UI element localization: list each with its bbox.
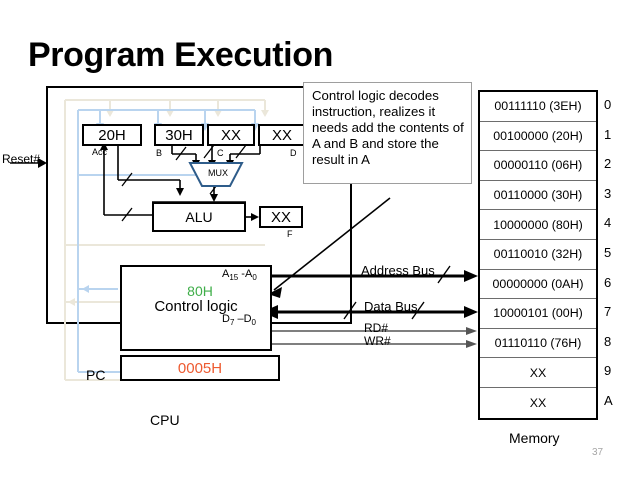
slide-page-number: 37: [592, 447, 604, 458]
memory-address-label: 5: [604, 245, 612, 260]
memory-cell[interactable]: 00100000 (20H): [480, 122, 596, 152]
program-counter-value: 0005H: [177, 359, 223, 377]
control-logic-label: Control logic: [154, 298, 238, 315]
memory-cell-value: 00110010 (32H): [493, 247, 583, 262]
memory-cell-value: 00000000 (0AH): [492, 276, 584, 291]
memory-cell-value: 00110000 (30H): [493, 188, 583, 203]
memory-cell[interactable]: 00110000 (30H): [480, 181, 596, 211]
control-logic-block[interactable]: [120, 265, 272, 351]
memory-cell[interactable]: 10000000 (80H): [480, 210, 596, 240]
memory-cell[interactable]: 00000110 (06H): [480, 151, 596, 181]
memory-cell[interactable]: XX: [480, 358, 596, 388]
register-c[interactable]: XX: [207, 124, 255, 146]
register-acc-value: 20H: [98, 126, 126, 144]
memory-cell-value: XX: [529, 365, 547, 380]
memory-cell-value: 10000000 (80H): [493, 217, 583, 232]
memory-address-label: 7: [604, 304, 612, 320]
control-logic-current-value: 80H: [187, 283, 213, 299]
memory-cell-value: 00100000 (20H): [493, 128, 583, 143]
memory-cell[interactable]: 00110010 (32H): [480, 240, 596, 270]
memory-address-label: 4: [604, 215, 612, 231]
memory-cell[interactable]: 10000101 (00H): [480, 299, 596, 329]
memory-cell[interactable]: 01110110 (76H): [480, 329, 596, 359]
alu-block[interactable]: ALU: [152, 202, 246, 232]
register-f-value: XX: [270, 208, 291, 226]
data-bus-label: Data Bus: [364, 299, 418, 314]
memory-address-label: A: [604, 393, 613, 408]
register-acc-label: Acc: [92, 147, 108, 157]
register-d-value: XX: [271, 126, 292, 144]
memory-address-label: 3: [604, 185, 612, 201]
memory-address-label: 8: [604, 333, 612, 349]
register-d-label: D: [290, 148, 297, 158]
memory-address-label: 2: [604, 156, 612, 172]
register-f-label: F: [287, 229, 293, 239]
memory-cell[interactable]: XX: [480, 388, 596, 418]
alu-label: ALU: [185, 209, 213, 225]
address-lines-label: A15 -A0: [222, 268, 257, 283]
reset-signal-label: Reset#: [2, 152, 41, 166]
register-c-label: C: [217, 148, 224, 158]
program-counter-register[interactable]: 0005H: [120, 355, 280, 381]
register-b-value: 30H: [165, 126, 193, 144]
memory-cell-value: 00000110 (06H): [493, 158, 583, 173]
memory-label: Memory: [509, 430, 560, 446]
read-strobe-label: RD#: [364, 321, 389, 335]
callout-annotation: Control logic decodes instruction, reali…: [303, 82, 472, 184]
address-bus-label: Address Bus: [361, 263, 435, 278]
memory-cell-value: XX: [529, 395, 547, 410]
mux-label: MUX: [208, 168, 228, 178]
page-title: Program Execution: [28, 36, 333, 74]
memory-table: 00111110 (3EH) 00100000 (20H) 00000110 (06…: [478, 90, 598, 420]
memory-cell[interactable]: 00000000 (0AH): [480, 270, 596, 300]
program-counter-label: PC: [86, 367, 106, 383]
cpu-label: CPU: [150, 412, 180, 428]
memory-cell-value: 10000101 (00H): [493, 306, 583, 321]
memory-address-label: 1: [604, 126, 612, 142]
register-f[interactable]: XX: [259, 206, 303, 228]
register-d[interactable]: XX: [258, 124, 306, 146]
register-acc[interactable]: 20H: [82, 124, 142, 146]
memory-address-label: 9: [604, 363, 612, 379]
memory-cell[interactable]: 00111110 (3EH): [480, 92, 596, 122]
register-c-value: XX: [220, 126, 241, 144]
memory-cell-value: 01110110 (76H): [494, 336, 582, 351]
write-strobe-label: WR#: [364, 334, 391, 348]
memory-cell-value: 00111110 (3EH): [494, 99, 582, 114]
data-lines-label: D7 –D0: [222, 313, 256, 328]
register-b-label: B: [156, 148, 163, 158]
memory-address-label: 6: [604, 274, 612, 290]
mux-shape: [188, 162, 244, 187]
register-b[interactable]: 30H: [154, 124, 204, 146]
memory-address-label: 0: [604, 97, 612, 112]
